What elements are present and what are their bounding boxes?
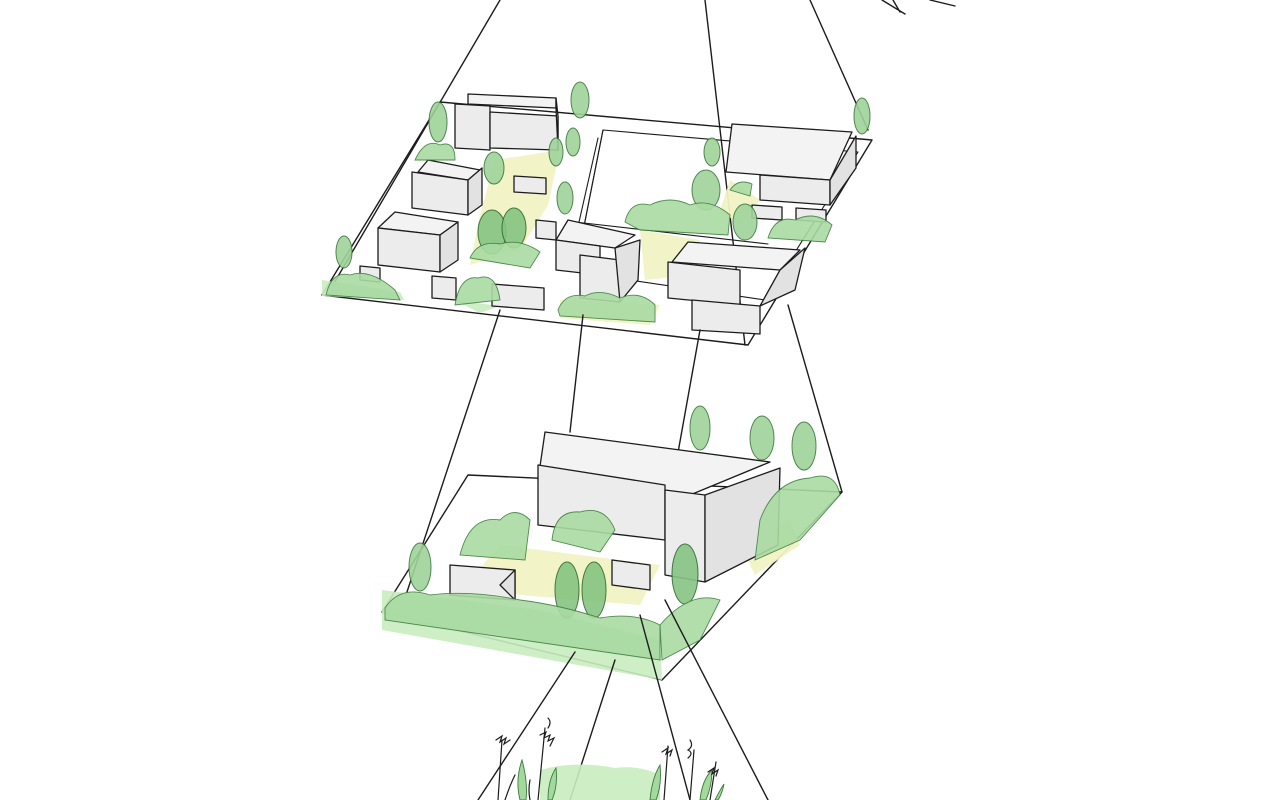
building-plot-tile [381,405,843,681]
trees-plot [384,405,841,661]
planting-detail [495,717,725,800]
building-block-2 [411,159,483,216]
building-block-6 [667,241,806,335]
neighbourhood-tile [321,81,873,346]
building-block-4 [555,219,641,303]
building-block-3 [377,211,459,273]
trees-neighbourhood [325,81,871,323]
main-building [537,431,781,583]
building-block-1 [454,93,559,151]
